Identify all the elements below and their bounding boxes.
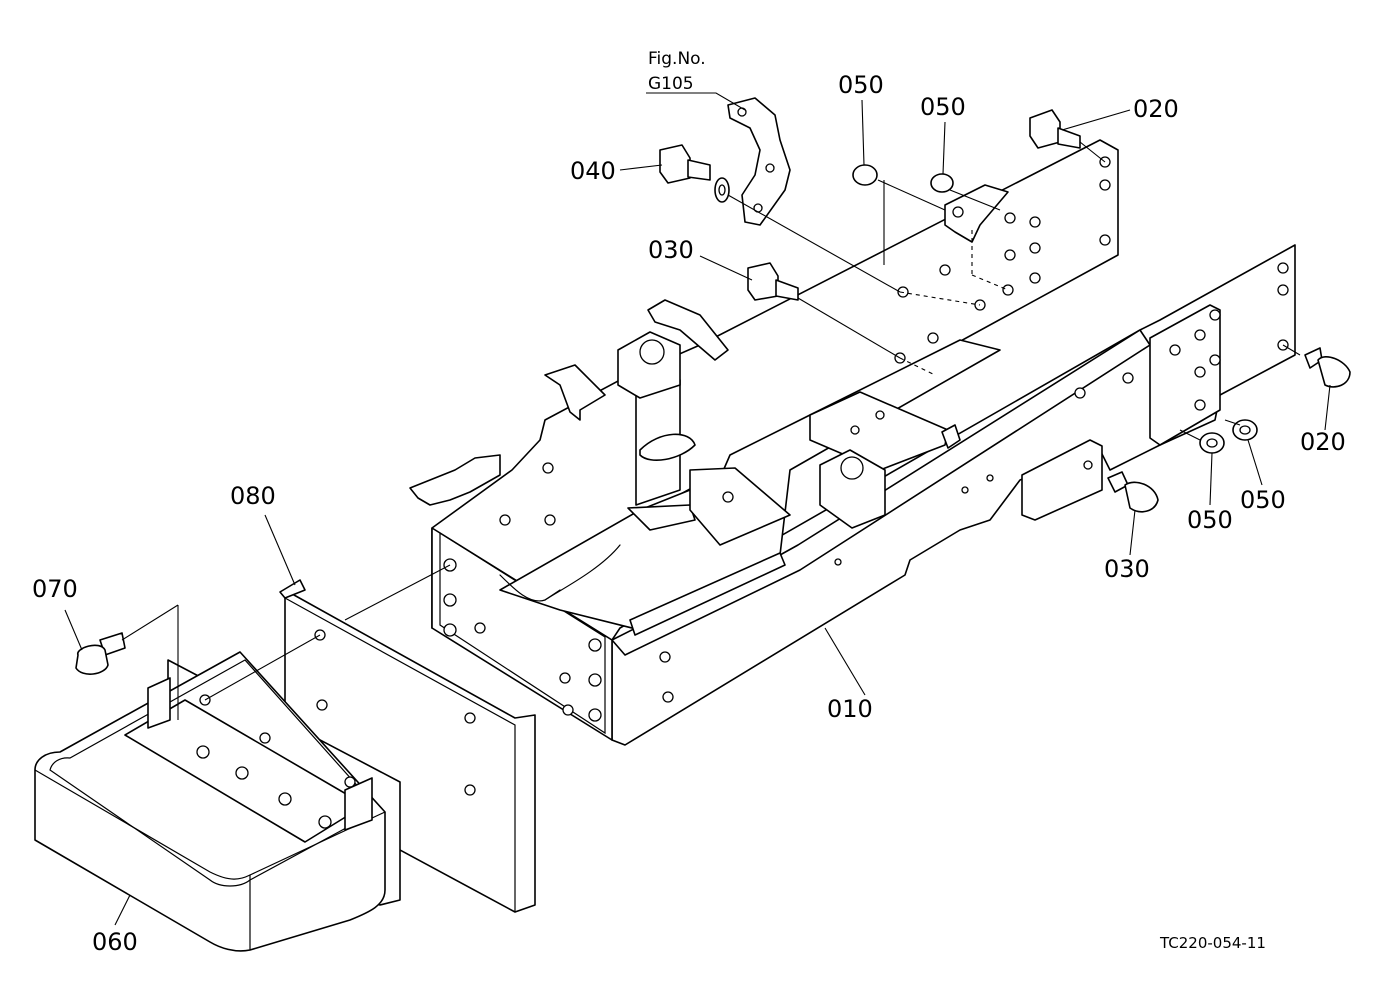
bolt-020-top (1029, 109, 1081, 149)
main-frame-part-010 (409, 139, 1296, 746)
callout-050-d: 050 (1240, 486, 1286, 514)
callout-070: 070 (32, 575, 78, 603)
figure-reference-line2: G105 (648, 74, 694, 94)
callout-040: 040 (570, 157, 616, 185)
callout-020-right: 020 (1300, 428, 1346, 456)
figure-reference-line1: Fig.No. (648, 49, 706, 69)
callout-060: 060 (92, 928, 138, 956)
callout-080: 080 (230, 482, 276, 510)
weight-part-060 (34, 651, 401, 952)
bolt-070 (75, 632, 126, 675)
callout-010: 010 (827, 695, 873, 723)
bracket-fig-g105 (727, 97, 791, 226)
bolt-040 (659, 144, 730, 203)
bolt-030-top (747, 262, 799, 301)
callout-050-a: 050 (838, 71, 884, 99)
callout-030-right: 030 (1104, 555, 1150, 583)
callout-050-b: 050 (920, 93, 966, 121)
callout-030-top: 030 (648, 236, 694, 264)
bolt-020-right (1304, 347, 1351, 388)
assembly-lines (121, 141, 1301, 720)
callout-020-top: 020 (1133, 95, 1179, 123)
callout-050-c: 050 (1187, 506, 1233, 534)
plate-part-080 (279, 579, 536, 913)
bolt-030-right (1107, 471, 1159, 513)
drawing-code: TC220-054-11 (1159, 934, 1266, 952)
callout-leaders (64, 92, 1331, 926)
